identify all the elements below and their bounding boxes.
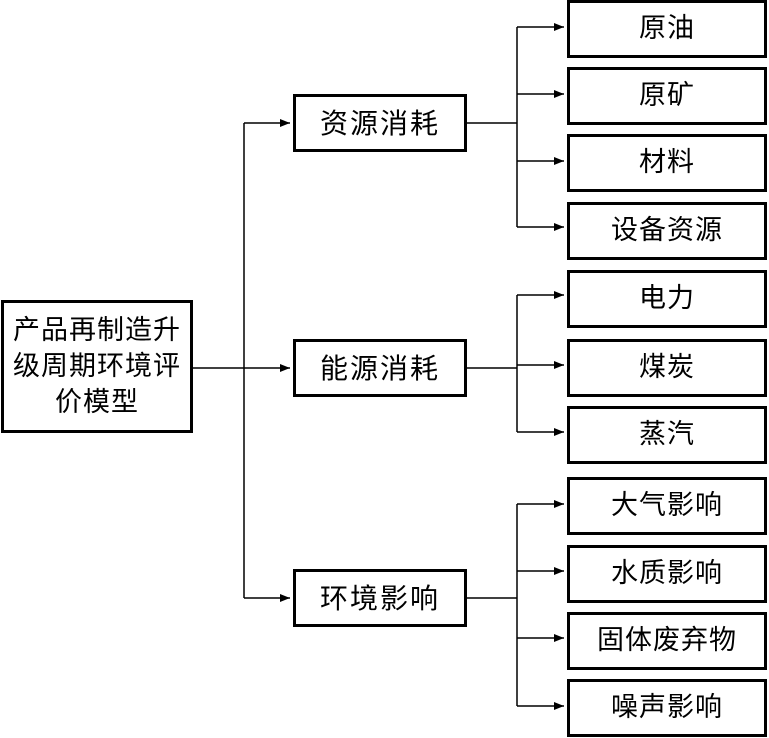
leaf-node-electricity: 电力	[567, 270, 767, 328]
category-node-environmental-impact: 环境影响	[293, 569, 467, 627]
leaf-node-coal: 煤炭	[567, 339, 767, 397]
leaf-node-air-impact: 大气影响	[567, 477, 767, 535]
leaf-node-noise-impact: 噪声影响	[567, 679, 767, 737]
leaf-node-raw-ore: 原矿	[567, 67, 767, 125]
category-node-energy-consumption: 能源消耗	[293, 339, 467, 397]
root-node-label: 产品再制造升级周期环境评价模型	[13, 314, 181, 418]
leaf-node-materials: 材料	[567, 134, 767, 192]
leaf-node-water-impact: 水质影响	[567, 545, 767, 603]
leaf-node-equipment-resources: 设备资源	[567, 202, 767, 260]
leaf-node-steam: 蒸汽	[567, 406, 767, 464]
category-node-resource-consumption: 资源消耗	[293, 94, 467, 152]
leaf-node-solid-waste: 固体废弃物	[567, 612, 767, 670]
root-node: 产品再制造升级周期环境评价模型	[1, 300, 193, 433]
leaf-node-crude-oil: 原油	[567, 0, 767, 58]
